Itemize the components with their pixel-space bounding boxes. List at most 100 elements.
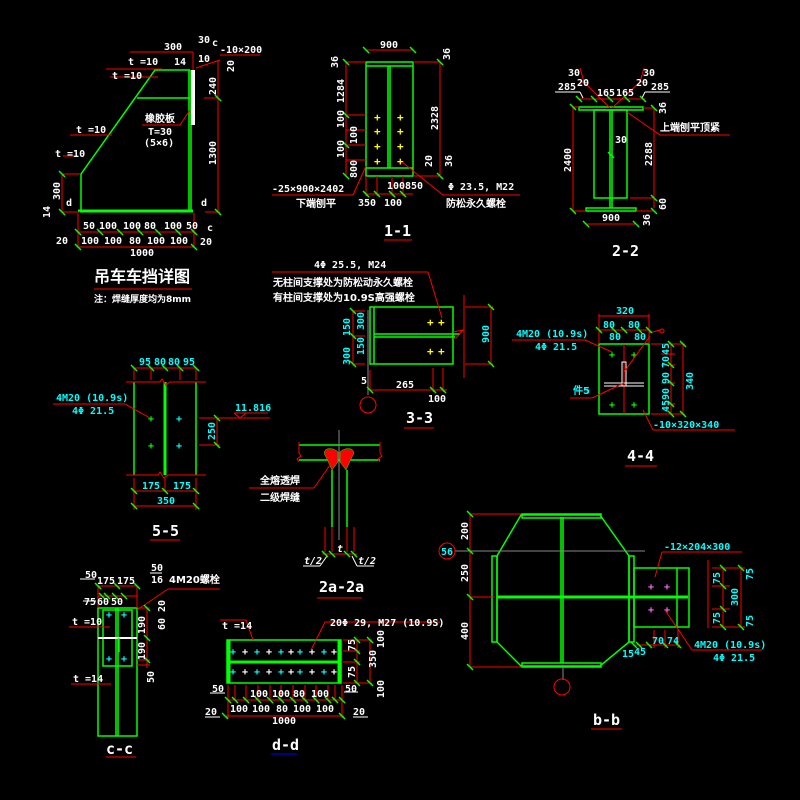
section-1-1-bolt-note: 防松永久螺栓 — [446, 197, 506, 210]
svg-text:+: + — [278, 647, 284, 658]
crane-stop-c-top: c — [212, 38, 218, 49]
svg-text:+: + — [374, 125, 381, 138]
section-c-c-ticks — [94, 582, 151, 664]
crane-stop-dim-20: 20 — [226, 60, 237, 72]
section-5-5-bolt-spec: 4M20 (10.9s) — [56, 393, 128, 404]
section-1-1-bolts: ++ ++ ++ ++ — [374, 111, 404, 168]
section-4-4-dim-80d: 80 — [634, 332, 646, 343]
section-1-1-dim-36-bot: 36 — [444, 155, 455, 167]
svg-text:+: + — [242, 667, 248, 678]
section-d-d-dim-350: 350 — [368, 650, 379, 668]
section-d-d-dim-20-right: 20 — [353, 707, 365, 718]
section-b-b-dim-200: 200 — [460, 522, 471, 540]
section-d-d-dim-50-right: 50 — [345, 684, 357, 695]
svg-text:+: + — [438, 316, 445, 329]
crane-stop-title: 吊车车挡详图 — [94, 267, 190, 286]
section-1-1-plate-note: 下端刨平 — [296, 197, 336, 210]
section-4-4-hole-spec: 4Φ 21.5 — [535, 342, 577, 353]
section-5-5-dim-95a: 95 — [139, 357, 151, 368]
section-c-c-t-bottom: t =14 — [73, 674, 103, 685]
section-d-d-dim-100b: 100 — [376, 680, 387, 698]
section-d-d-ext-lines — [234, 685, 336, 700]
crane-stop-t2: t =10 — [112, 71, 142, 82]
section-3-3-title: 3-3 — [406, 409, 433, 427]
section-2-2-title: 2-2 — [612, 242, 639, 260]
svg-text:+: + — [278, 667, 284, 678]
svg-text:100: 100 — [147, 236, 165, 247]
svg-text:100: 100 — [99, 221, 117, 232]
section-c-c: ++ ++ 50 175 175 50 16 4M20螺栓 75 — [69, 563, 220, 758]
svg-text:+: + — [648, 582, 654, 593]
section-c-c-bolt-note: 4M20螺栓 — [169, 573, 220, 586]
section-d-d-bolt-spec: 20Φ 29, M27 (10.9S) — [330, 618, 444, 629]
section-2-2-ticks — [569, 95, 658, 228]
rubber-pad-size: (5×6) — [144, 138, 174, 149]
section-4-4-dim-45b: 45 — [661, 400, 672, 412]
svg-text:+: + — [288, 647, 294, 658]
section-4-4: + + + + 3 — [512, 306, 735, 467]
section-c-c-dim-190b: 190 — [137, 642, 148, 660]
section-3-3-dim-300a: 300 — [356, 312, 367, 330]
section-b-b-axis-circle-bottom — [553, 678, 571, 696]
svg-text:+: + — [664, 605, 670, 616]
section-2a-2a-t-half-right: t/2 — [358, 556, 376, 567]
section-2-2-dim-20-left: 20 — [577, 78, 589, 89]
section-b-b-dim-74: 74 — [667, 636, 679, 647]
section-2-2-note: 上端刨平顶紧 — [660, 121, 720, 134]
section-3-3-dim-265: 265 — [396, 380, 414, 391]
section-c-c-dim-50b: 50 — [111, 597, 123, 608]
crane-stop-dim-1300: 1300 — [208, 141, 219, 165]
section-d-d-row2: 100 100 80 100 100 — [230, 704, 334, 715]
section-c-c-title: c-c — [106, 740, 133, 758]
svg-text:+: + — [266, 667, 272, 678]
svg-text:+: + — [631, 350, 637, 361]
section-c-c-frac-bot: 16 — [151, 575, 163, 586]
svg-text:+: + — [374, 111, 381, 124]
section-b-b-dim-15: 15 — [622, 649, 634, 660]
section-1-1-plate — [365, 61, 414, 177]
svg-text:100: 100 — [164, 221, 182, 232]
section-2-2-dim-20-right: 20 — [636, 78, 648, 89]
svg-text:80: 80 — [144, 221, 156, 232]
svg-text:100: 100 — [170, 236, 188, 247]
svg-text:80: 80 — [293, 689, 305, 700]
section-b-b-bolts: ++ ++ — [648, 582, 670, 616]
rubber-pad-label: 橡胶板 — [145, 112, 176, 125]
crane-stop-dim-300-left: 300 — [52, 182, 63, 200]
section-5-5-dim-175b: 175 — [173, 481, 191, 492]
section-4-4-dim-80c: 80 — [609, 332, 621, 343]
section-4-4-dim-80a: 80 — [603, 320, 615, 331]
section-3-3-ticks — [349, 303, 495, 394]
section-1-1-dim-1284: 1284 — [336, 79, 347, 103]
svg-text:+: + — [242, 647, 248, 658]
section-2-2-dim-36-bot: 36 — [642, 214, 653, 226]
section-1-1-title: 1-1 — [384, 222, 411, 240]
svg-text:100: 100 — [272, 689, 290, 700]
svg-text:+: + — [148, 414, 154, 425]
svg-text:100: 100 — [252, 704, 270, 715]
svg-text:100: 100 — [311, 689, 329, 700]
section-4-4-title: 4-4 — [627, 447, 654, 465]
section-2-2: 30 20 30 20 285 165 165 285 36 上端刨平顶紧 24… — [555, 67, 730, 260]
section-c-c-dim-175a: 175 — [97, 576, 115, 587]
svg-text:100: 100 — [81, 236, 99, 247]
section-2-2-dim-36-top: 36 — [658, 102, 669, 114]
section-1-1: ++ ++ ++ ++ 900 36 — [272, 40, 520, 241]
section-4-4-bolts: + + + + — [609, 350, 637, 411]
section-c-c-frac-top: 50 — [151, 563, 163, 574]
section-1-1-dim-850: 850 — [405, 181, 423, 192]
section-3-3-plate — [369, 306, 454, 365]
crane-stop-t4: t =10 — [55, 149, 85, 160]
section-2-2-dim-900: 900 — [602, 213, 620, 224]
section-3-3-note2: 有柱间支撑处为10.9S高强螺栓 — [273, 291, 415, 304]
svg-text:100: 100 — [293, 704, 311, 715]
rubber-pad-thickness: T=30 — [148, 127, 172, 138]
crane-stop-note: 注：焊缝厚度均为8mm — [94, 293, 191, 305]
svg-text:50: 50 — [186, 221, 198, 232]
crane-stop-dim-total: 1000 — [130, 248, 154, 259]
section-3-3-dim-5: 5 — [361, 376, 367, 387]
svg-text:+: + — [397, 111, 404, 124]
svg-text:+: + — [266, 647, 272, 658]
svg-text:+: + — [230, 647, 236, 658]
crane-stop-row1: 50 100 100 80 100 50 — [83, 221, 198, 232]
